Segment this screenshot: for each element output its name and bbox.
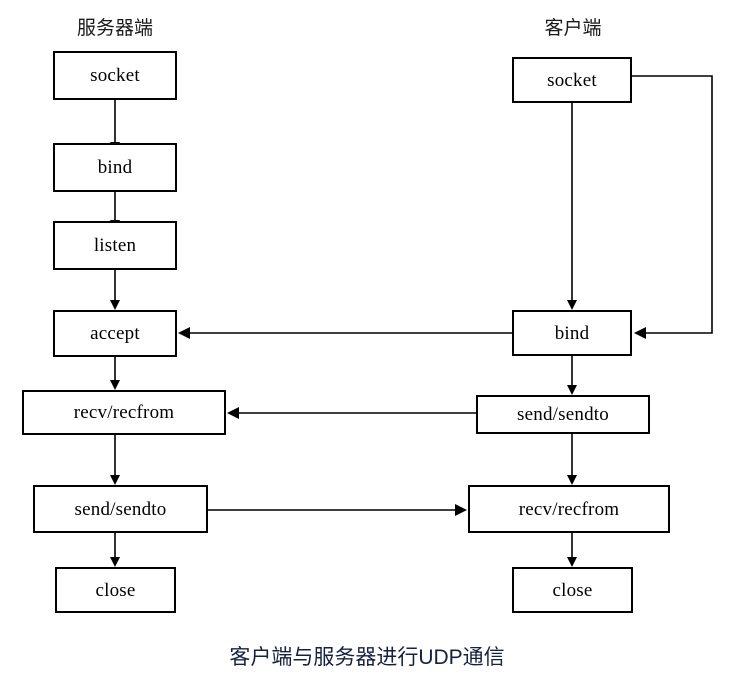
node-client-recv[interactable]: recv/recfrom (468, 485, 670, 533)
node-client-send[interactable]: send/sendto (476, 395, 650, 434)
column-header-server: 服务器端 (76, 18, 153, 39)
node-client-socket[interactable]: socket (512, 57, 632, 103)
node-client-bind[interactable]: bind (512, 310, 632, 356)
node-server-close[interactable]: close (55, 567, 176, 613)
node-client-close[interactable]: close (512, 567, 633, 613)
node-server-accept[interactable]: accept (53, 310, 177, 357)
diagram-caption: 客户端与服务器进行UDP通信 (229, 646, 505, 669)
node-server-send[interactable]: send/sendto (33, 485, 208, 533)
node-server-bind[interactable]: bind (53, 143, 177, 192)
column-header-client: 客户端 (544, 18, 602, 39)
node-server-socket[interactable]: socket (53, 51, 177, 100)
node-server-listen[interactable]: listen (53, 221, 177, 270)
node-server-recv[interactable]: recv/recfrom (22, 390, 226, 435)
edge-client-socket-loop-to-bind (632, 75, 713, 339)
